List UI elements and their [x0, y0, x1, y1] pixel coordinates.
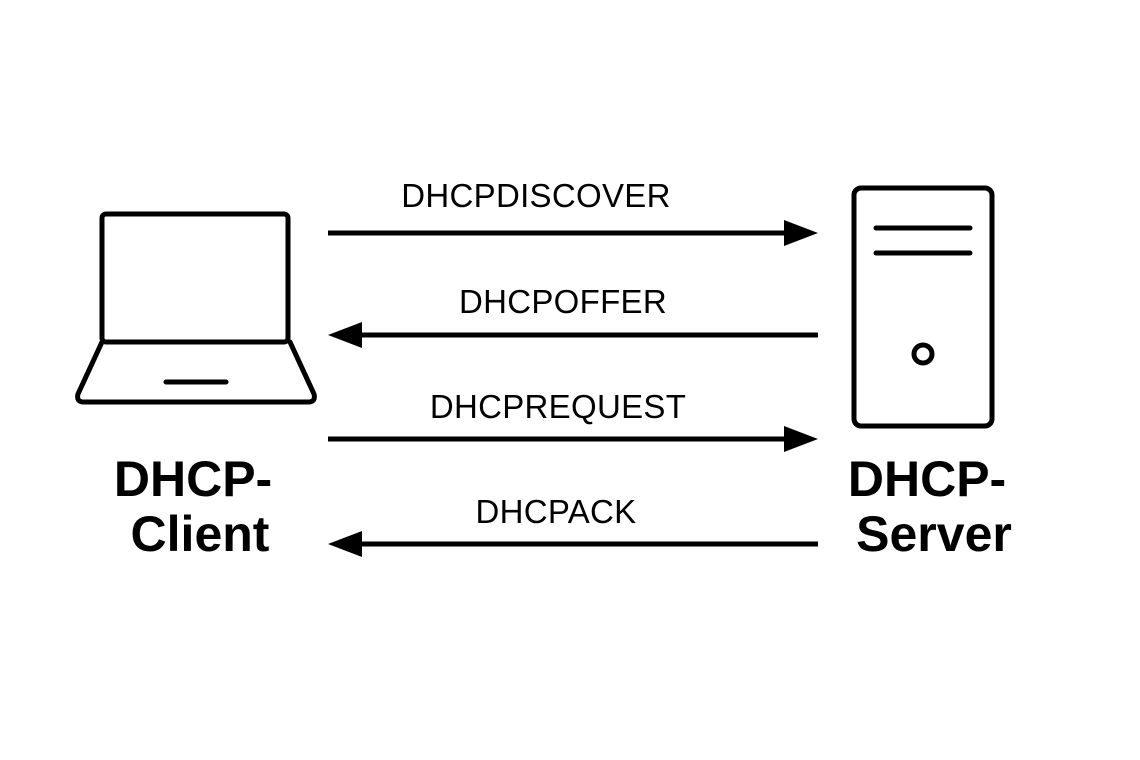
server-label: DHCP- Server — [848, 451, 1020, 562]
message-label-dhcpdiscover: DHCPDISCOVER — [401, 177, 670, 214]
message-label-dhcprequest: DHCPREQUEST — [430, 388, 686, 425]
message-label-dhcpack: DHCPACK — [475, 493, 636, 530]
arrow-head-left-icon — [328, 322, 362, 348]
server-label-line2: Server — [856, 506, 1012, 562]
client-label-line2: Client — [131, 506, 270, 562]
message-label-dhcpoffer: DHCPOFFER — [459, 283, 667, 320]
server-label-line1: DHCP- — [848, 451, 1006, 507]
message-dhcprequest: DHCPREQUEST — [328, 388, 818, 452]
arrow-head-right-icon — [784, 220, 818, 246]
client-label: DHCP- Client — [114, 451, 286, 562]
server-tower-icon — [851, 185, 995, 429]
message-dhcpdiscover: DHCPDISCOVER — [328, 177, 818, 246]
laptop-icon — [75, 211, 317, 405]
message-dhcpack: DHCPACK — [328, 493, 818, 557]
arrow-head-left-icon — [328, 531, 362, 557]
client-label-line1: DHCP- — [114, 451, 272, 507]
arrow-head-right-icon — [784, 426, 818, 452]
message-dhcpoffer: DHCPOFFER — [328, 283, 818, 348]
